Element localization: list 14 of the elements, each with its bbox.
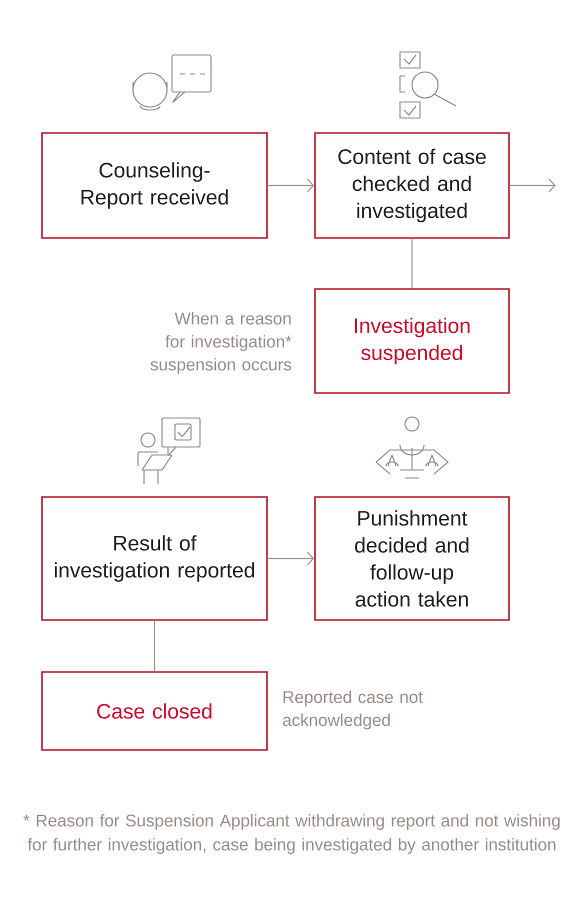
connector-line — [268, 552, 314, 566]
process-box: Case closed — [41, 671, 268, 751]
side-note: Reported case not acknowledged — [282, 690, 423, 730]
connector-line — [411, 238, 413, 288]
process-box: Counseling-Report received — [41, 132, 268, 239]
connector-line — [268, 178, 314, 192]
process-box: Result of investigation reported — [41, 496, 268, 621]
connector-line — [154, 620, 156, 672]
connector-line — [510, 178, 556, 192]
footnote: * Reason for Suspension Applicant withdrawing report and not wishing for further investigation, case being investigated by another institution — [23, 814, 560, 854]
side-note: When a reason for investigation* suspension occurs — [150, 312, 292, 374]
process-box: Investigation suspended — [314, 288, 510, 394]
process-box: Punishment decided and follow-up action taken — [314, 496, 510, 621]
process-box: Content of case checked and investigated — [314, 132, 510, 239]
